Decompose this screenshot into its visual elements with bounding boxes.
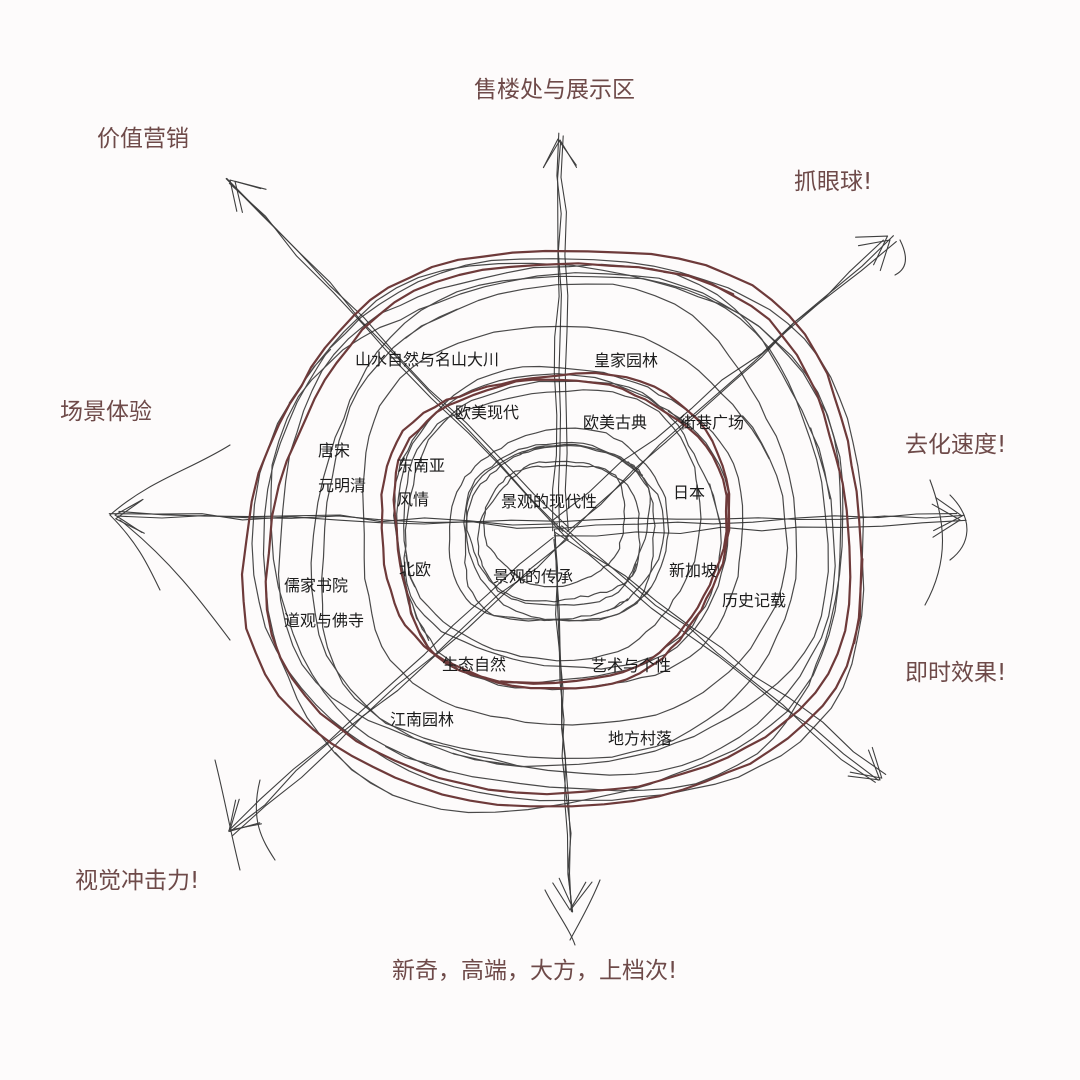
axis-up-arrowhead — [542, 138, 577, 169]
axis-up-left — [228, 182, 569, 541]
axis-up — [556, 132, 562, 532]
sketch-ring-brown — [380, 371, 731, 690]
label-euro-modern: 欧美现代 — [455, 403, 520, 422]
axis-down-left — [228, 536, 554, 832]
axis-left-arrowhead — [115, 499, 145, 534]
sketch-ring — [310, 275, 829, 768]
axis-left — [118, 510, 559, 526]
axis-up-right-arrowhead — [855, 235, 889, 266]
label-art-individuality: 艺术与个性 — [591, 656, 672, 675]
label-scene-experience: 场景体验 — [60, 399, 152, 425]
sketch-ring-brown — [264, 262, 852, 796]
label-style: 风情 — [397, 490, 430, 509]
axis-down-right — [558, 525, 887, 775]
axis-down-right — [554, 531, 879, 781]
sketch-ring — [403, 380, 722, 670]
label-jiangnan-garden: 江南园林 — [390, 710, 455, 729]
label-royal-garden: 皇家园林 — [594, 351, 659, 370]
label-history-record: 历史记载 — [722, 591, 787, 610]
label-southeast-asia: 东南亚 — [397, 456, 446, 475]
axis-down-left — [231, 539, 568, 837]
axis-left — [108, 513, 562, 529]
label-top-sales-center: 售楼处与展示区 — [474, 77, 635, 103]
label-sales-speed: 去化速度! — [905, 432, 1007, 458]
label-singapore: 新加坡 — [669, 561, 718, 580]
sketch-scribble — [569, 879, 601, 941]
sketch-scribble — [894, 239, 906, 276]
label-street-square: 街巷广场 — [680, 413, 745, 432]
sketch-scribble — [214, 759, 241, 871]
label-value-marketing: 价值营销 — [97, 126, 189, 152]
sketch-scribble — [924, 479, 944, 606]
sketch-ring-brown — [392, 378, 728, 685]
label-nordic: 北欧 — [399, 560, 432, 579]
axis-left — [117, 515, 555, 523]
axis-down-right-arrowhead — [847, 749, 881, 781]
label-euro-classic: 欧美古典 — [583, 413, 648, 432]
axis-up-right — [565, 239, 884, 538]
axis-up-left-arrowhead — [229, 179, 262, 212]
sketch-ring — [482, 464, 626, 588]
sketch-ring — [465, 443, 651, 606]
label-tang-song: 唐宋 — [318, 441, 351, 460]
axis-right — [554, 513, 958, 530]
axis-right-arrowhead — [933, 497, 963, 532]
sketch-ring — [362, 325, 789, 726]
label-local-village: 地方村落 — [608, 729, 673, 748]
sketch-scribble — [949, 494, 968, 561]
label-ecology-nature: 生态自然 — [442, 655, 507, 674]
axis-down-arrowhead — [558, 877, 593, 908]
axis-up — [560, 135, 569, 531]
label-japan: 日本 — [673, 483, 706, 502]
sketch-ring — [320, 283, 798, 759]
axis-up — [552, 141, 562, 532]
label-taoist-buddhist: 道观与佛寺 — [284, 611, 365, 630]
sketch-ring — [270, 272, 844, 792]
label-yuan-ming-qing: 元明清 — [318, 476, 367, 495]
sketch-scribble — [109, 444, 231, 516]
axis-up-left — [226, 177, 564, 532]
axis-up-right — [566, 235, 894, 533]
label-eye-catching: 抓眼球! — [794, 169, 873, 195]
label-shanshui: 山水自然与名山大川 — [355, 350, 500, 369]
axis-down-right — [561, 525, 876, 783]
label-novel-premium: 新奇，高端，大方，上档次! — [392, 958, 678, 984]
sketch-ring-brown — [240, 249, 864, 808]
label-landscape-inheritance: 景观的传承 — [493, 567, 574, 586]
label-visual-impact: 视觉冲击力! — [75, 868, 200, 894]
sketch-ring — [465, 444, 656, 622]
sketch-scribble — [255, 779, 276, 861]
sketch-scribble — [109, 514, 161, 591]
label-confucian-academy: 儒家书院 — [284, 576, 349, 595]
axis-right — [553, 514, 965, 523]
axis-right — [553, 519, 967, 537]
axis-left-arrowhead — [114, 498, 144, 533]
axis-down — [554, 533, 574, 913]
sketch-scribble — [119, 519, 231, 641]
label-instant-effect: 即时效果! — [905, 660, 1007, 686]
sketch-ring — [403, 389, 702, 662]
axis-down-left — [229, 534, 570, 832]
axis-up-left-arrowhead — [234, 180, 267, 213]
label-landscape-modernity: 景观的现代性 — [501, 492, 598, 511]
sketch-ring — [477, 460, 641, 603]
axis-up-right — [552, 241, 897, 521]
axis-down-arrowhead — [552, 881, 587, 911]
sketch-scribble — [544, 889, 576, 946]
axis-up-right-arrowhead — [857, 239, 891, 272]
axis-down-left-arrowhead — [228, 799, 261, 833]
axis-down-left-arrowhead — [229, 798, 262, 831]
axis-down-right-arrowhead — [849, 746, 883, 779]
sketch-ring — [277, 263, 836, 776]
